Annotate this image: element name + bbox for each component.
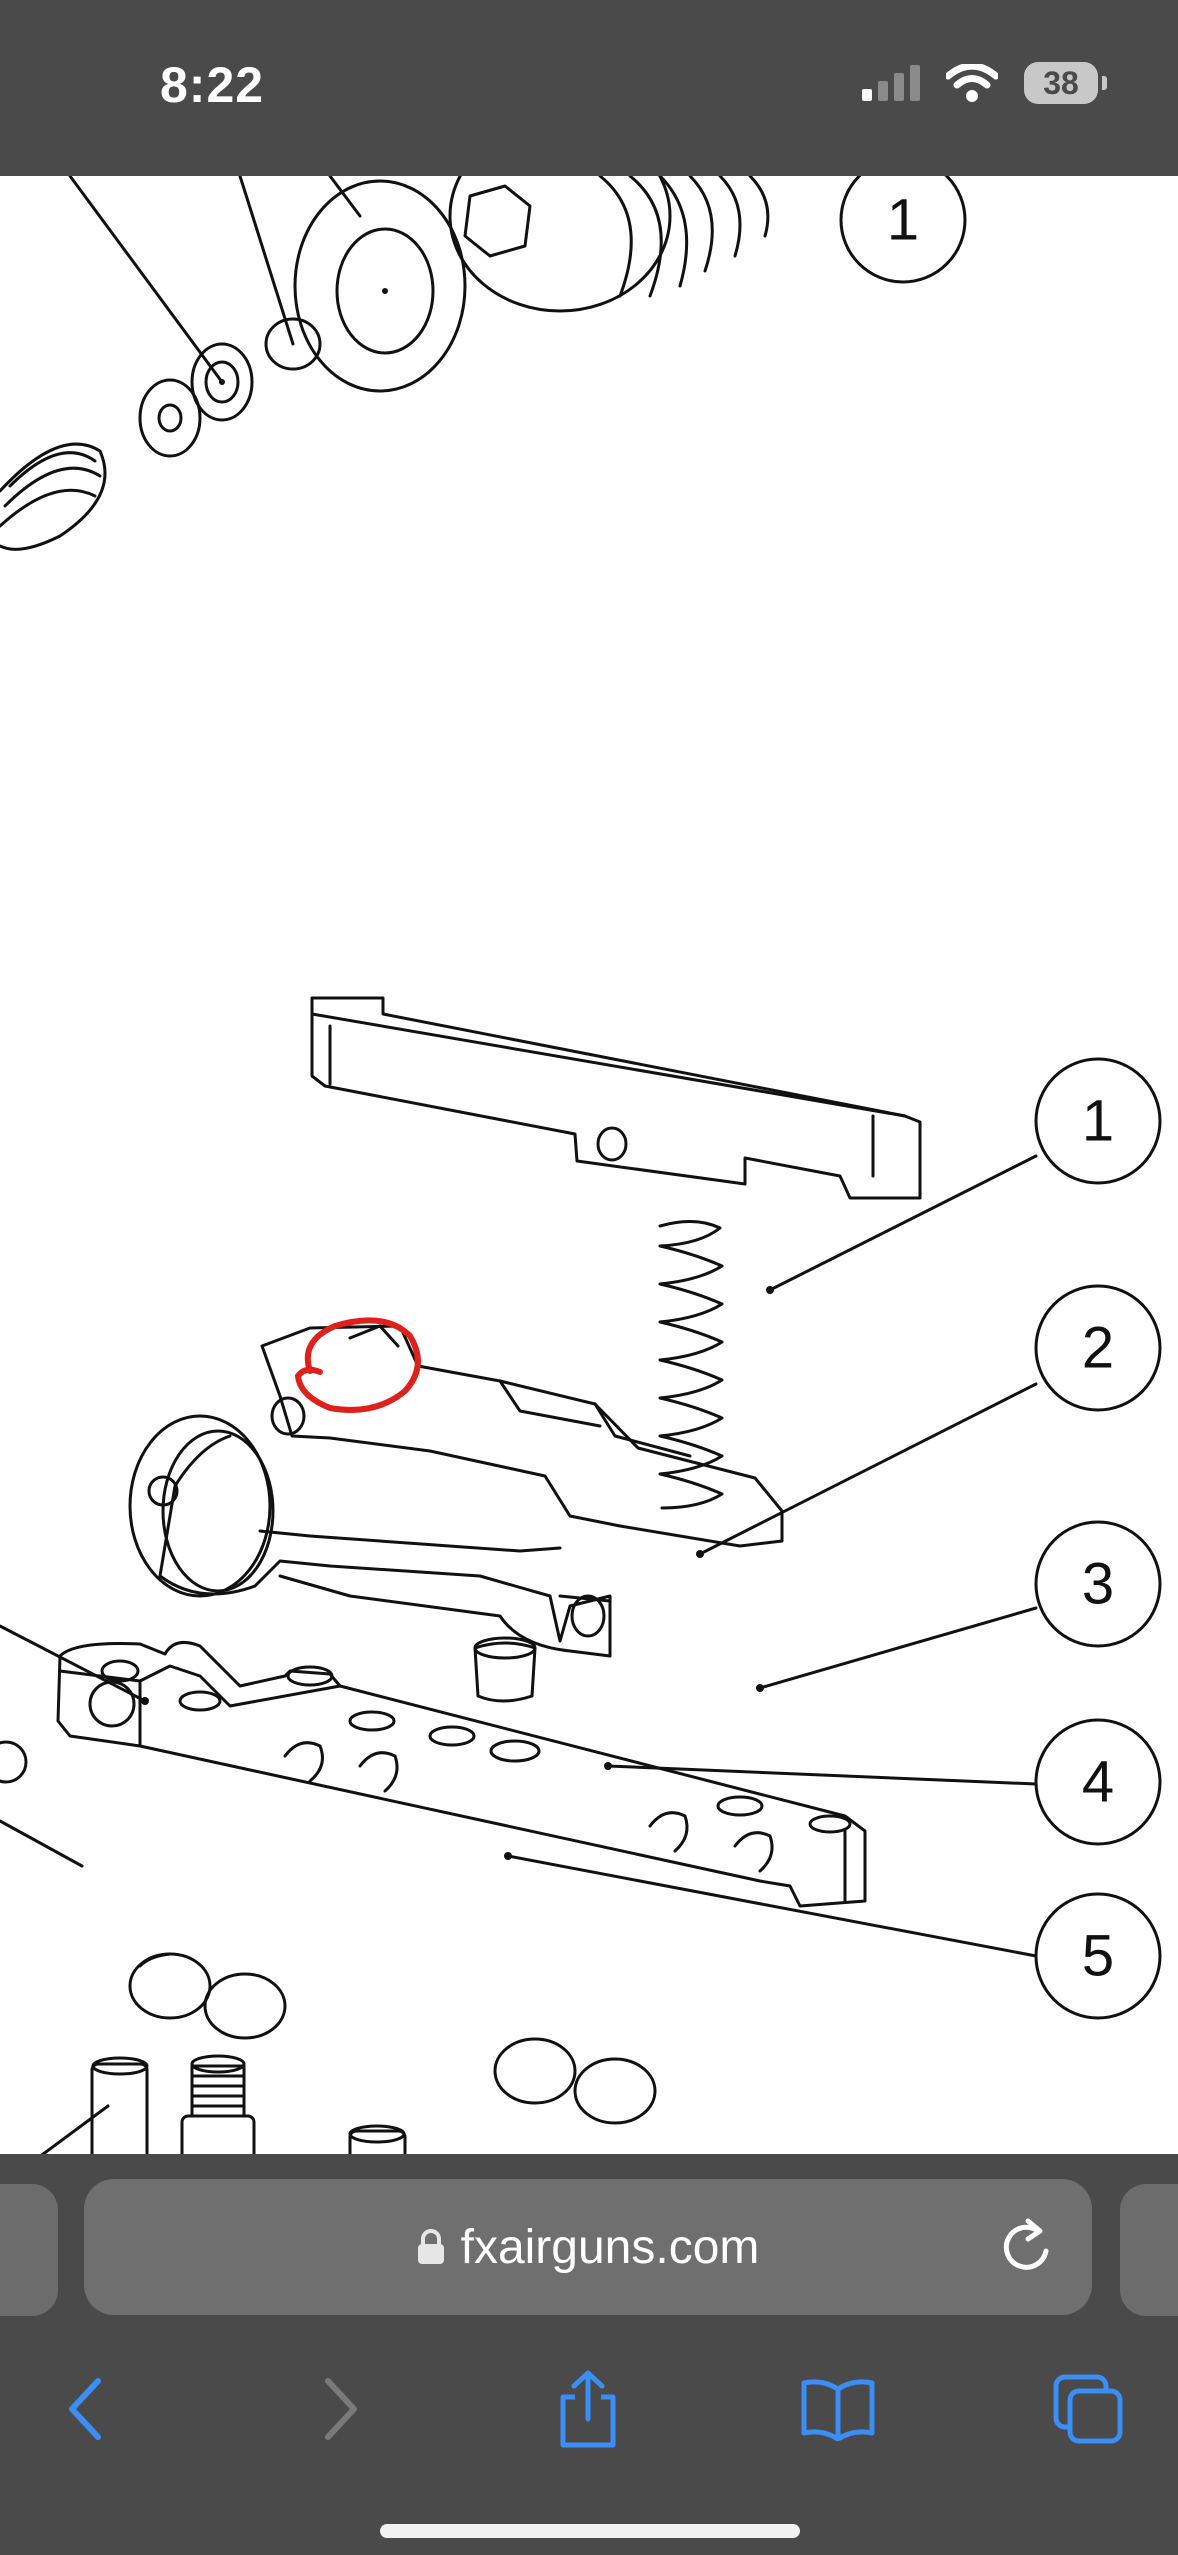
callout-circle-3 [1034,1520,1162,1648]
forward-button[interactable] [280,2349,400,2469]
next-tab-peek[interactable] [1120,2184,1178,2316]
callout-label-2: 2 [1082,1316,1114,1381]
lock-icon [417,2229,444,2264]
exploded-view-drawing: 1 1 2 3 4 5 10 [0,176,1162,2154]
callout-label-top: 1 [887,188,919,253]
part-spring-2 [658,1220,724,1510]
status-time: 8:22 [160,57,265,113]
url-text: fxairguns.com [460,2220,760,2274]
back-chevron-icon [69,2378,101,2440]
tabs-icon [1053,2374,1123,2444]
url-display[interactable]: fxairguns.com [84,2179,1092,2315]
bookmarks-button[interactable] [778,2349,898,2469]
callout-leaders [0,1154,1038,2154]
callout-label-4: 4 [1082,1750,1114,1815]
battery-indicator: 38 [1024,62,1107,104]
tabs-button[interactable] [1028,2349,1148,2469]
part-bushing-5 [473,1636,537,1703]
callout-circle-2 [1034,1284,1162,1412]
status-icons: 38 [862,62,1107,104]
status-bar: 8:22 38 [0,0,1178,176]
battery-nub [1102,76,1107,90]
callout-circle-5 [1034,1892,1162,2020]
red-highlight-circle [294,1317,421,1413]
top-spring-part [0,176,770,551]
share-button[interactable] [528,2349,648,2469]
callout-circle-4 [1034,1718,1162,1846]
callout-label-3: 3 [1082,1552,1114,1617]
safari-toolbar [0,2349,1178,2469]
callout-label-1: 1 [1082,1089,1114,1154]
part-lever-3 [128,1324,784,1658]
bookmarks-book-icon [801,2379,875,2441]
top-leader-lines [68,176,362,384]
home-indicator[interactable] [380,2524,800,2538]
address-bar[interactable]: fxairguns.com [84,2179,1092,2315]
callout-label-5: 5 [1082,1924,1114,1989]
back-button[interactable] [26,2349,146,2469]
callout-circle-top [839,176,967,284]
part-bar-1 [310,996,922,1200]
safari-bottom-bar: fxairguns.com [0,2154,1178,2555]
signal-icon [862,65,920,101]
reload-icon[interactable] [998,2217,1054,2277]
part-pins [90,1952,657,2154]
part-base-plate [0,1640,867,1908]
forward-chevron-icon [325,2378,357,2440]
share-icon [560,2370,616,2448]
wifi-icon [946,64,998,102]
parts-diagram: 1 1 2 3 4 5 10 [0,176,1178,2154]
battery-level: 38 [1043,64,1079,101]
previous-tab-peek[interactable] [0,2184,58,2316]
callout-circle-1 [1034,1057,1162,1185]
